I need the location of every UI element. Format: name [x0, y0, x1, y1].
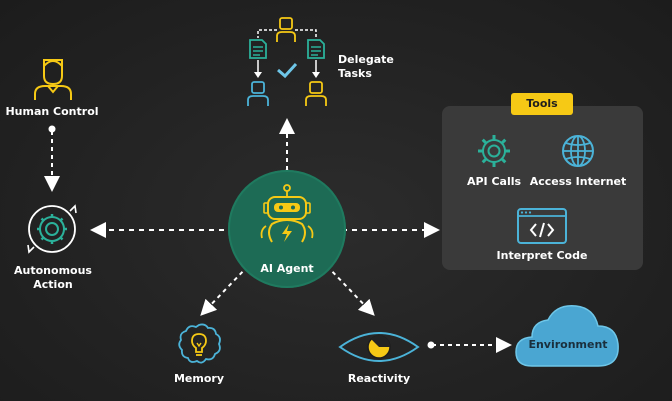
robot-icon	[260, 184, 314, 243]
tools-title-badge: Tools	[511, 93, 573, 115]
reactivity-right-dot	[427, 341, 435, 349]
code-window-icon	[517, 208, 567, 244]
agent-to-reactivity-connector	[326, 265, 375, 316]
globe-icon	[562, 135, 594, 167]
interpret-code-label: Interpret Code	[496, 249, 588, 262]
memory-label: Memory	[173, 372, 225, 385]
human-control-label: Human Control	[5, 105, 99, 118]
autonomous-action-line1: Autonomous	[14, 264, 92, 277]
delegate-tasks-icon	[247, 17, 327, 106]
agent-to-memory-connector	[200, 265, 249, 316]
environment-label: Environment	[528, 338, 608, 351]
autonomous-action-line2: Action	[33, 278, 73, 291]
human-icon	[34, 59, 72, 100]
eye-icon	[338, 332, 420, 362]
api-calls-label: API Calls	[466, 175, 522, 188]
ai-agent-label: AI Agent	[260, 262, 314, 275]
delegate-tasks-label: Delegate Tasks	[338, 53, 394, 81]
access-internet-label: Access Internet	[529, 175, 627, 188]
delegate-tasks-line2: Tasks	[338, 67, 372, 80]
delegate-tasks-line1: Delegate	[338, 53, 394, 66]
autonomous-action-label: Autonomous Action	[8, 264, 98, 292]
brain-bulb-icon	[178, 323, 221, 364]
human-connector-dot	[48, 125, 56, 133]
cloud-icon	[515, 305, 619, 367]
autonomous-action-icon	[27, 204, 77, 254]
gear-icon	[478, 135, 510, 167]
reactivity-label: Reactivity	[347, 372, 411, 385]
